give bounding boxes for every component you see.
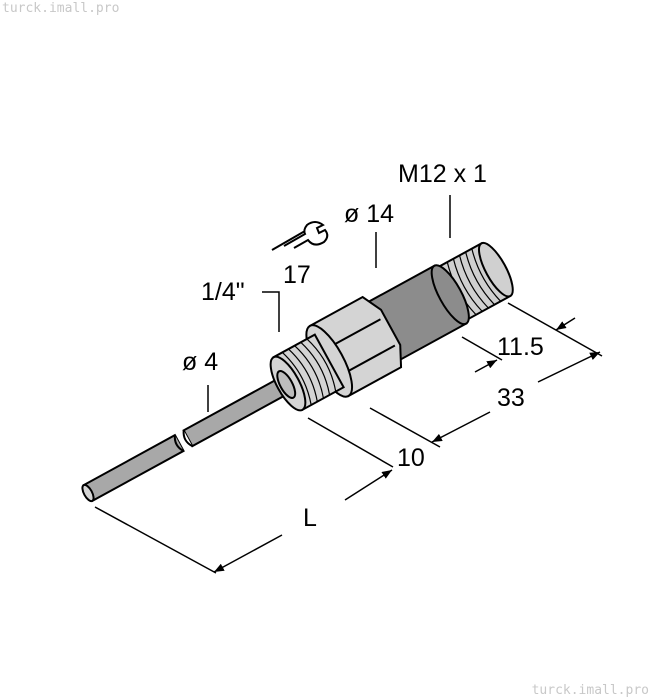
process-thread [269, 333, 345, 412]
label-probe-length: L [303, 504, 317, 532]
label-thread-length: 10 [397, 444, 425, 472]
label-m12: M12 x 1 [398, 160, 487, 188]
label-probe-diameter: ø 4 [182, 348, 218, 376]
label-body-length: 33 [497, 384, 525, 412]
label-connector-length: 11.5 [497, 333, 544, 361]
label-wrench-size: 17 [283, 261, 311, 289]
dimension-lines [94, 195, 603, 574]
label-process-thread: 1/4" [201, 278, 245, 306]
watermark-bottom: turck.imall.pro [531, 683, 649, 698]
watermark-top: turck.imall.pro [2, 1, 120, 16]
wrench-icon [271, 221, 329, 251]
probe-rod [81, 373, 296, 503]
label-body-diameter: ø 14 [344, 200, 394, 228]
